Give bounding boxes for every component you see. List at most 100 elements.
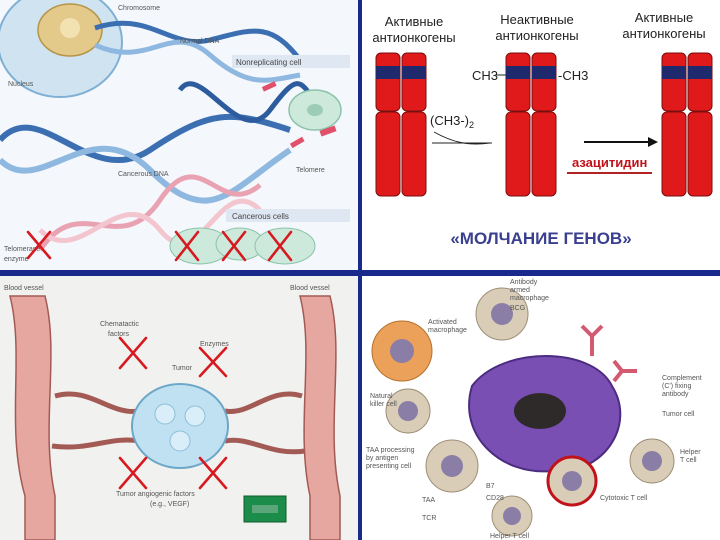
label-taa: TAA bbox=[422, 497, 435, 504]
label-tcr: TCR bbox=[422, 515, 436, 522]
label-taa-processing-2: by antigen bbox=[366, 455, 398, 462]
label-helper-t-bottom: Helper T cell bbox=[490, 533, 529, 540]
label-angiogenic-1: Tumor angiogenic factors bbox=[116, 491, 195, 498]
label-antibody-1: Antibody bbox=[510, 279, 538, 286]
immune-response-illustration: Antibody armed macrophage BCG Activated … bbox=[366, 279, 702, 540]
label-cd28: CD28 bbox=[486, 495, 504, 502]
vessel-sprout bbox=[224, 391, 303, 415]
label-b7: B7 bbox=[486, 483, 495, 490]
label-complement-3: antibody bbox=[662, 391, 689, 398]
angiogenesis-illustration: Blood vessel Blood vessel Chematactic fa… bbox=[4, 285, 341, 540]
label-nonreplicating: Nonreplicating cell bbox=[236, 58, 302, 67]
tumor-mass bbox=[131, 383, 229, 469]
antibody-icon bbox=[612, 359, 637, 383]
header-inactive-line2: антионкогены bbox=[495, 28, 578, 43]
long-dna-strand-b bbox=[0, 145, 292, 204]
cancerous-dna-strand-b bbox=[38, 198, 262, 246]
nonreplicating-label-box bbox=[232, 55, 350, 68]
nk-nucleus bbox=[398, 401, 418, 421]
label-azacitidine: азацитидин bbox=[572, 155, 647, 170]
tumor-cell bbox=[154, 403, 176, 425]
helper-t-bottom-nucleus bbox=[503, 507, 521, 525]
cross-mark-icon bbox=[198, 346, 228, 378]
ch3-curved-arrow bbox=[433, 131, 491, 145]
label-vessel-right: Blood vessel bbox=[290, 285, 330, 292]
label-normal-dna: Normal DNA bbox=[180, 38, 220, 45]
header-inactive-line1: Неактивные bbox=[500, 12, 574, 27]
label-nk-2: killer cell bbox=[370, 401, 397, 408]
label-enzymes: Enzymes bbox=[200, 341, 229, 348]
activated-macrophage-nucleus bbox=[390, 339, 414, 363]
chromosome-active-2 bbox=[661, 52, 713, 197]
header-active-1-line2: антионкогены bbox=[372, 30, 455, 45]
label-complement-1: Complement bbox=[662, 375, 702, 382]
tumor-cell bbox=[184, 405, 206, 427]
methyl-block bbox=[532, 66, 556, 79]
macrophage-nucleus bbox=[491, 303, 513, 325]
label-chemotactic-1: Chematactic bbox=[100, 321, 139, 328]
normal-dna-strand-b bbox=[93, 39, 301, 83]
methyl-block bbox=[376, 66, 400, 79]
antibody-icon bbox=[580, 324, 604, 356]
chromosome-inactive bbox=[505, 52, 557, 197]
label-nk-1: Natural bbox=[370, 393, 393, 400]
chromosome-active-1 bbox=[375, 52, 427, 197]
tumor-cell-nucleus bbox=[514, 393, 566, 429]
methyl-block bbox=[688, 66, 712, 79]
label-tumor-cell: Tumor cell bbox=[662, 411, 695, 418]
telomere-bit bbox=[289, 136, 305, 149]
apc-nucleus bbox=[441, 455, 463, 477]
methyl-block bbox=[402, 66, 426, 79]
gene-silencing-illustration: Активные антионкогены Неактивные антионк… bbox=[372, 10, 713, 248]
normal-dna-strand-a bbox=[94, 20, 302, 62]
cross-mark-icon bbox=[267, 230, 293, 262]
label-angiogenic-2: (e.g., VEGF) bbox=[150, 501, 189, 508]
label-ch3-left: CH3 bbox=[472, 68, 498, 83]
cross-mark-icon bbox=[26, 230, 52, 260]
telomere-bit bbox=[319, 125, 337, 137]
cross-mark-icon bbox=[118, 456, 148, 490]
panel-telomerase-diagram: Chromosome Normal DNA Nucleus Nonreplica… bbox=[0, 0, 358, 270]
label-ch3-group: (CH3-)2 bbox=[430, 113, 474, 130]
methyl-block bbox=[662, 66, 686, 79]
cross-mark-icon bbox=[118, 336, 148, 370]
nonreplicating-cell-nucleus bbox=[307, 104, 323, 116]
header-active-2-line1: Активные bbox=[635, 10, 693, 25]
label-cancerous-dna: Cancerous DNA bbox=[118, 171, 169, 178]
header-active-2-line2: антионкогены bbox=[622, 26, 705, 41]
panel-gene-silencing: Активные антионкогены Неактивные антионк… bbox=[362, 0, 720, 270]
blood-vessel-left bbox=[9, 295, 56, 540]
label-cancerous-cells: Cancerous cells bbox=[232, 212, 289, 221]
reaction-arrowhead bbox=[648, 137, 658, 147]
cross-mark-icon bbox=[174, 230, 200, 262]
label-bcg: BCG bbox=[510, 305, 525, 312]
label-activated-2: macrophage bbox=[428, 327, 467, 334]
tumor-cell bbox=[169, 430, 191, 452]
label-antibody-2: armed bbox=[510, 287, 530, 294]
cross-mark-icon bbox=[221, 230, 247, 262]
label-taa-processing-1: TAA processing bbox=[366, 447, 415, 454]
label-vessel-left: Blood vessel bbox=[4, 285, 44, 292]
label-helper-1: Helper bbox=[680, 449, 701, 456]
label-helper-2: T cell bbox=[680, 457, 697, 464]
mid-dna-strand bbox=[177, 81, 323, 123]
green-marker-inner bbox=[252, 505, 278, 513]
telomere-bit bbox=[261, 81, 277, 92]
label-telomere: Telomere bbox=[296, 167, 325, 174]
cancerous-cell bbox=[254, 227, 316, 265]
label-tumor: Tumor bbox=[172, 365, 193, 372]
blood-vessel-right bbox=[299, 295, 341, 540]
panel-tumor-angiogenesis: Blood vessel Blood vessel Chematactic fa… bbox=[0, 276, 358, 540]
label-chemotactic-2: factors bbox=[108, 331, 130, 338]
nucleolus bbox=[60, 18, 80, 38]
cytotoxic-t-nucleus bbox=[562, 471, 582, 491]
header-active-1-line1: Активные bbox=[385, 14, 443, 29]
label-antibody-3: macrophage bbox=[510, 295, 549, 302]
label-telomerase-2: enzyme bbox=[4, 256, 29, 263]
helper-t-nucleus bbox=[642, 451, 662, 471]
cross-mark-icon bbox=[198, 456, 228, 490]
label-activated-1: Activated bbox=[428, 319, 457, 326]
caption-gene-silencing: «МОЛЧАНИЕ ГЕНОВ» bbox=[450, 229, 631, 248]
panel-immune-response: Antibody armed macrophage BCG Activated … bbox=[362, 276, 720, 540]
long-dna-strand-a bbox=[0, 113, 291, 164]
